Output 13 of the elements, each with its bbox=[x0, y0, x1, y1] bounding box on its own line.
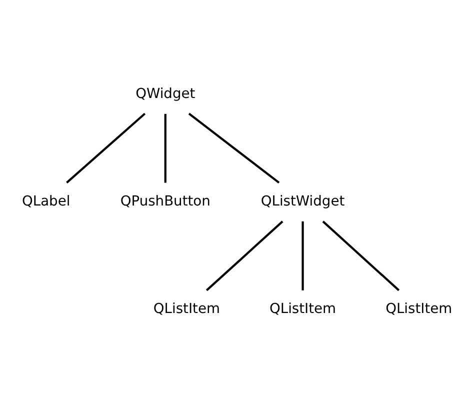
node-text: QListItem bbox=[269, 300, 336, 317]
connector bbox=[322, 220, 400, 291]
node-text: QListWidget bbox=[260, 193, 345, 210]
connector bbox=[206, 220, 284, 291]
connector bbox=[66, 112, 146, 183]
connector bbox=[188, 112, 280, 184]
connector bbox=[164, 113, 166, 182]
node-text: QListItem bbox=[153, 300, 220, 317]
node-text: QPushButton bbox=[120, 193, 210, 210]
connector bbox=[302, 220, 304, 290]
node-text: QLabel bbox=[22, 193, 70, 210]
node-text: QWidget bbox=[136, 86, 196, 102]
node-text: QListItem bbox=[386, 300, 452, 317]
